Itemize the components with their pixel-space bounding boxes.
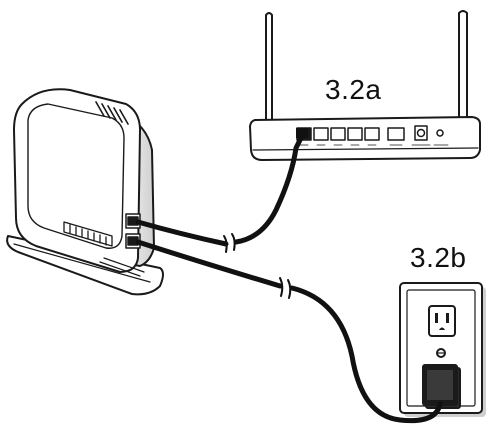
- wifi-router-icon: [249, 10, 481, 161]
- gateway-body: [13, 88, 141, 273]
- outlet-receptacle: [428, 305, 456, 337]
- router-antenna-left: [265, 12, 273, 127]
- gateway-stand: [6, 235, 164, 296]
- gateway-grille: [63, 221, 113, 247]
- step-label-outlet: 3.2b: [410, 242, 467, 273]
- step-label-router: 3.2a: [325, 74, 382, 105]
- cable-break-mark: [279, 277, 292, 299]
- ethernet-cable: [135, 219, 229, 247]
- power-adapter-icon: [422, 364, 461, 409]
- power-cable: [135, 239, 283, 289]
- router-ports: [296, 125, 444, 141]
- gateway-vents: [95, 101, 129, 125]
- cables: [135, 128, 443, 424]
- cable-break-mark: [223, 233, 236, 253]
- wall-outlet-icon: [399, 282, 486, 417]
- router-antenna-right: [458, 10, 468, 128]
- gateway-device-icon: [6, 88, 164, 296]
